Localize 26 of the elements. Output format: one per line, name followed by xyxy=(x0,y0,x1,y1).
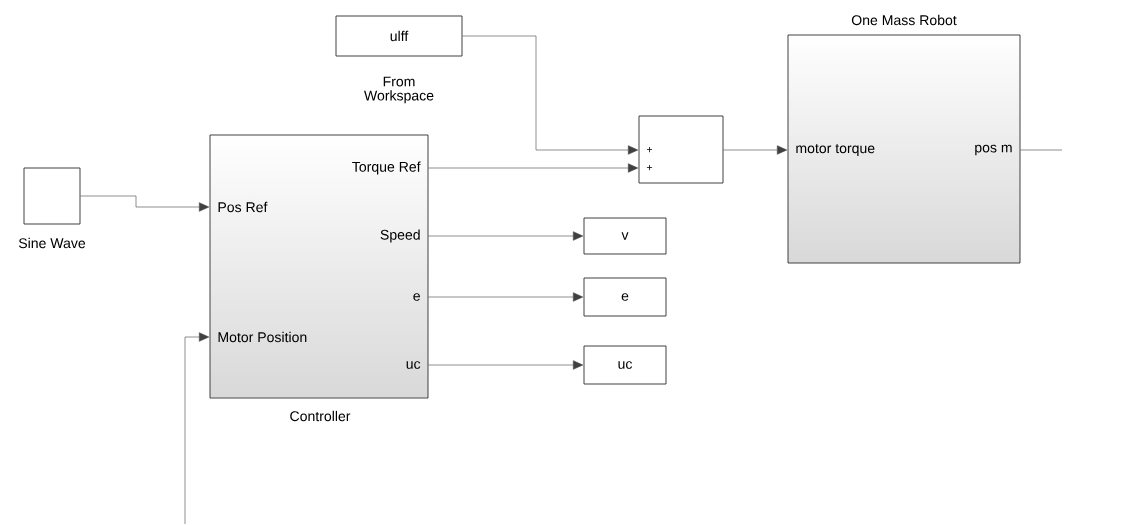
block-label: Controller xyxy=(290,410,351,422)
arrow xyxy=(428,231,584,241)
arrow xyxy=(184,332,210,525)
workspace-block: ulff xyxy=(335,15,463,57)
block-label: One Mass Robot xyxy=(851,14,957,26)
arrow xyxy=(428,163,639,173)
port-label: Pos Ref xyxy=(218,201,268,213)
arrow xyxy=(462,35,639,155)
port-label: pos m xyxy=(975,144,1012,156)
block-label: From Workspace xyxy=(364,76,434,104)
sign-label: + xyxy=(646,146,653,153)
block-label: Sine Wave xyxy=(18,237,86,249)
port-label: Torque Ref xyxy=(352,161,421,175)
port-label: Motor Position xyxy=(218,331,307,343)
port-label: Speed xyxy=(380,229,420,243)
arrow xyxy=(80,195,210,212)
port-label: uc xyxy=(406,361,421,369)
arrow xyxy=(723,145,788,155)
output-block: e xyxy=(583,277,667,317)
sign-label: + xyxy=(646,164,653,171)
port-label: motor torque xyxy=(796,144,875,156)
output-block: uc xyxy=(583,345,667,385)
output-block: v xyxy=(583,217,667,255)
port-label: e xyxy=(413,293,420,301)
arrow xyxy=(428,360,584,370)
arrow xyxy=(428,292,584,302)
